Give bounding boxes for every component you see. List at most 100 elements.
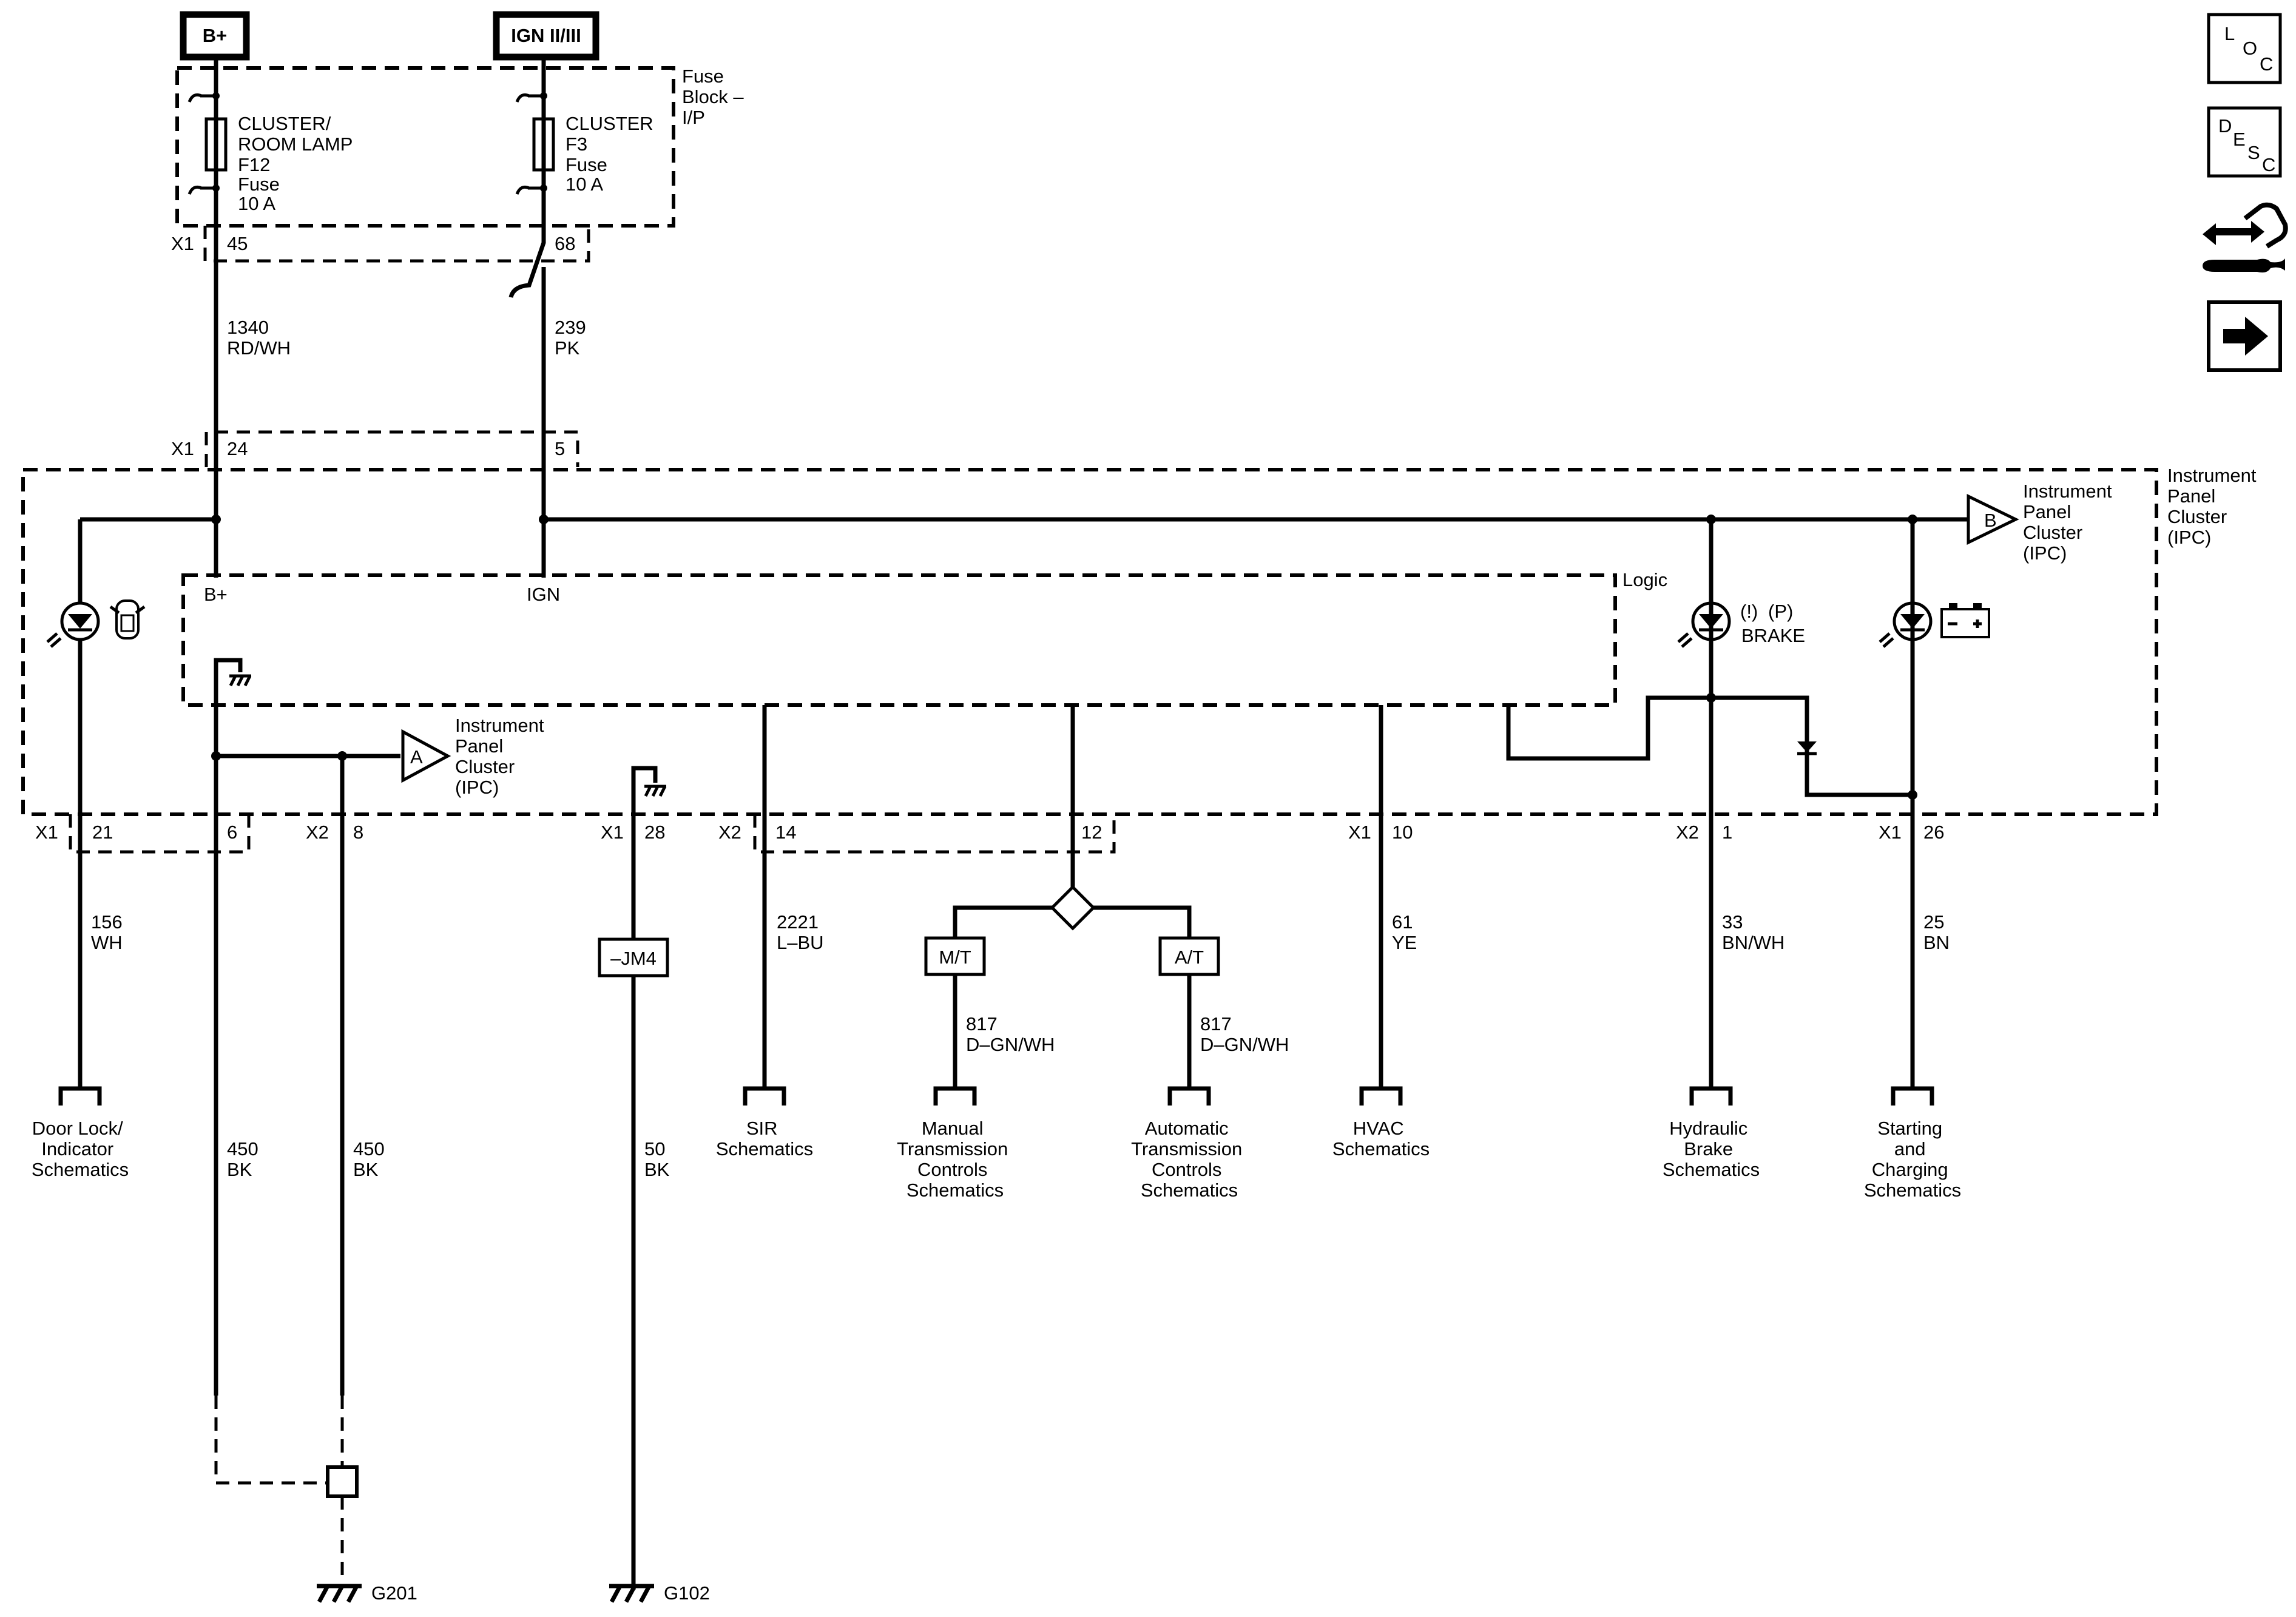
description-button[interactable]: D E S C	[2207, 106, 2282, 178]
connector-x2-mid: X2 14 12	[718, 814, 1116, 854]
brake-label: BRAKE	[1741, 625, 1805, 646]
door-ajar-icon	[109, 599, 146, 640]
svg-text:Hydraulic Brake Sc: Hydraulic Brake Schematics	[1663, 1118, 1760, 1180]
wire-33-label: 33 BN/WH	[1722, 911, 1784, 953]
fuse-block: Fuse Block – I/P CLUSTER/ ROOM LAMP F12 …	[175, 66, 744, 228]
svg-text:X1: X1	[1348, 822, 1371, 843]
ipc-module: Instrument Panel Cluster (IPC)	[21, 465, 2261, 816]
wire-450a-label: 450 BK	[227, 1138, 263, 1180]
svg-text:45: 45	[227, 233, 248, 254]
dest-starting-charging: Starting and Charging Schematics	[1864, 1075, 1961, 1201]
svg-text:HVAC Schematics: HVAC Schematics	[1332, 1118, 1430, 1160]
brake-icons: (!) (P)	[1740, 601, 1793, 622]
svg-text:D: D	[2218, 115, 2232, 137]
svg-text:68: 68	[555, 233, 575, 254]
dest-door-lock: Door Lock/ Indicator Schematics	[32, 1075, 129, 1180]
svg-text:G201: G201	[371, 1582, 417, 1604]
location-button[interactable]: L O C	[2207, 13, 2282, 84]
svg-text:L: L	[2224, 23, 2235, 44]
ipc-ground-28-icon	[644, 785, 667, 797]
next-arrow-button[interactable]	[2207, 300, 2282, 372]
svg-text:A: A	[410, 746, 423, 768]
connector-x1-ipc-top: X1 24 5	[171, 430, 579, 467]
svg-text:Instrument Panel C: Instrument Panel Cluster (IPC)	[455, 715, 549, 798]
splice-block	[326, 1465, 359, 1498]
svg-text:8: 8	[353, 822, 363, 843]
svg-text:Manual Transmission: Manual Transmission Controls Schematics	[897, 1118, 1013, 1201]
svg-text:X1: X1	[35, 822, 58, 843]
diode-icon	[1797, 741, 1817, 755]
wire-817a-label: 817 D–GN/WH	[966, 1013, 1055, 1055]
wire-25-label: 25 BN	[1923, 911, 1950, 953]
svg-text:A/T: A/T	[1175, 947, 1204, 968]
svg-text:24: 24	[227, 438, 248, 459]
svg-text:G102: G102	[664, 1582, 710, 1604]
wire-817b-label: 817 D–GN/WH	[1200, 1013, 1289, 1055]
connector-wrench-icon	[2203, 202, 2288, 273]
dest-sir: SIR Schematics	[716, 1080, 813, 1160]
svg-text:26: 26	[1923, 822, 1944, 843]
wire-156-label: 156 WH	[91, 911, 127, 953]
bplus-label: B+	[203, 25, 228, 46]
ground-g201: G201	[317, 1582, 417, 1604]
svg-text:28: 28	[644, 822, 665, 843]
option-at: A/T	[1158, 936, 1220, 976]
wire-1340-label: 1340 RD/WH	[227, 317, 291, 359]
option-mt: M/T	[924, 936, 986, 976]
svg-text:C: C	[2260, 53, 2273, 75]
svg-text:X1: X1	[171, 233, 194, 254]
svg-text:X1: X1	[1879, 822, 1902, 843]
svg-text:X2: X2	[718, 822, 741, 843]
battery-icon	[1940, 603, 1990, 638]
svg-text:14: 14	[775, 822, 796, 843]
svg-text:X2: X2	[306, 822, 329, 843]
dest-manual-transmission: Manual Transmission Controls Schematics	[897, 1086, 1013, 1201]
power-source-ign: IGN II/III	[493, 11, 599, 61]
wire-239-label: 239 PK	[555, 317, 591, 359]
svg-text:12: 12	[1081, 822, 1102, 843]
power-source-bplus: B+	[180, 11, 250, 61]
svg-text:5: 5	[555, 438, 565, 459]
svg-text:1: 1	[1722, 822, 1732, 843]
svg-text:Door Lock/ Indicator: Door Lock/ Indicator Schematics	[32, 1118, 129, 1180]
logic-ign: IGN	[527, 584, 560, 605]
svg-text:O: O	[2243, 38, 2257, 59]
ipc-title: Instrument Panel Cluster (IPC)	[2167, 465, 2261, 548]
brake-indicator-lamp: (!) (P) BRAKE	[1677, 519, 1805, 1075]
wire-2221-label: 2221 L–BU	[777, 911, 824, 953]
fuse-f3: CLUSTER F3 Fuse 10 A	[515, 92, 658, 195]
svg-text:C: C	[2262, 154, 2275, 175]
logic-block: Logic B+ IGN	[181, 569, 1667, 707]
connector-x1-fuse: X1 45 68	[171, 226, 590, 263]
connector-x1-26: X1 26	[1879, 822, 1944, 843]
ign-label: IGN II/III	[511, 25, 581, 46]
dest-hvac: HVAC Schematics	[1332, 1080, 1430, 1160]
svg-text:Instrument Panel C: Instrument Panel Cluster (IPC)	[2023, 481, 2117, 564]
svg-text:–JM4: –JM4	[610, 948, 657, 969]
svg-text:X1: X1	[171, 438, 194, 459]
wire-61-label: 61 YE	[1392, 911, 1418, 953]
battery-indicator-lamp	[1879, 519, 1990, 1075]
svg-text:SIR Schematics: SIR Schematics	[716, 1118, 813, 1160]
svg-text:X2: X2	[1676, 822, 1699, 843]
option-jm4: –JM4	[598, 937, 669, 977]
svg-text:S: S	[2247, 142, 2260, 163]
arrow-right-icon	[2223, 317, 2268, 356]
wire-239-splice	[508, 188, 546, 299]
svg-text:E: E	[2233, 129, 2246, 150]
svg-text:Starting and Charg: Starting and Charging Schematics	[1864, 1118, 1961, 1201]
dest-automatic-transmission: Automatic Transmission Controls Schemati…	[1131, 1086, 1242, 1201]
svg-text:21: 21	[92, 822, 113, 843]
connector-x1-28: X1 28	[601, 822, 665, 843]
svg-text:10: 10	[1392, 822, 1413, 843]
fuse-f12: CLUSTER/ ROOM LAMP F12 Fuse 10 A	[187, 92, 358, 214]
wire-50-label: 50 BK	[644, 1138, 670, 1180]
fuse-f3-label: CLUSTER F3 Fuse 10 A	[566, 113, 658, 195]
connector-x2-1: X2 1	[1676, 822, 1732, 843]
svg-text:B: B	[1984, 510, 1997, 531]
logic-ground-icon	[229, 674, 252, 687]
svg-text:M/T: M/T	[939, 947, 971, 968]
logic-bplus: B+	[204, 584, 228, 605]
connector-wrench-button[interactable]	[2203, 202, 2288, 273]
fuse-f12-label: CLUSTER/ ROOM LAMP F12 Fuse 10 A	[238, 113, 358, 214]
